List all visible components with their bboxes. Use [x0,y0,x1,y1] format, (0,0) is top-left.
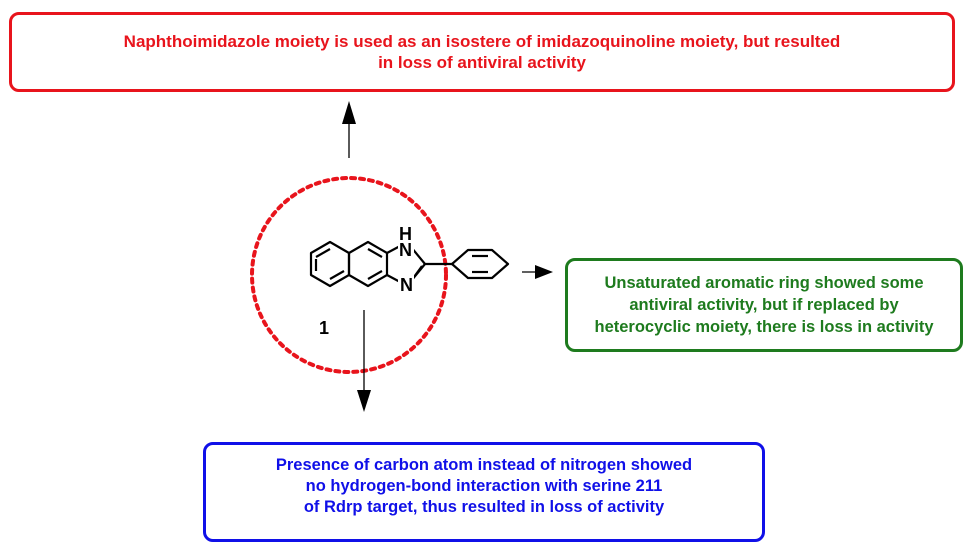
annotation-right-line-1: Unsaturated aromatic ring showed some [604,274,924,292]
annotation-bottom-line-2: no hydrogen-bond interaction with serine… [305,477,663,495]
annotation-right-line-2: antiviral activity, but if replaced by [629,296,899,314]
annotation-bottom-line-3: of Rdrp target, thus resulted in loss of… [303,498,665,516]
annotation-top-line-2: in loss of antiviral activity [378,53,586,72]
arrow-right [522,265,553,279]
ring-b [347,240,389,288]
highlight-circle [250,176,448,374]
annotation-box-top: Naphthoimidazole moiety is used as an is… [9,12,955,92]
molecule-structure [309,240,510,288]
compound-number: 1 [319,318,329,338]
atom-label-n: N [400,275,413,295]
annotation-box-right: Unsaturated aromatic ring showed some an… [565,258,963,352]
structure-diagram: H N N 1 [250,101,553,412]
atom-label-nh: N [399,240,412,260]
arrow-down [357,310,371,412]
annotation-bottom-line-1: Presence of carbon atom instead of nitro… [275,456,693,474]
annotation-right-line-3: heterocyclic moiety, there is loss in ac… [594,318,934,336]
annotation-top-line-1: Naphthoimidazole moiety is used as an is… [123,32,841,51]
arrow-up [342,101,356,158]
atom-label-h: H [399,224,412,244]
phenyl-ring [450,248,510,280]
